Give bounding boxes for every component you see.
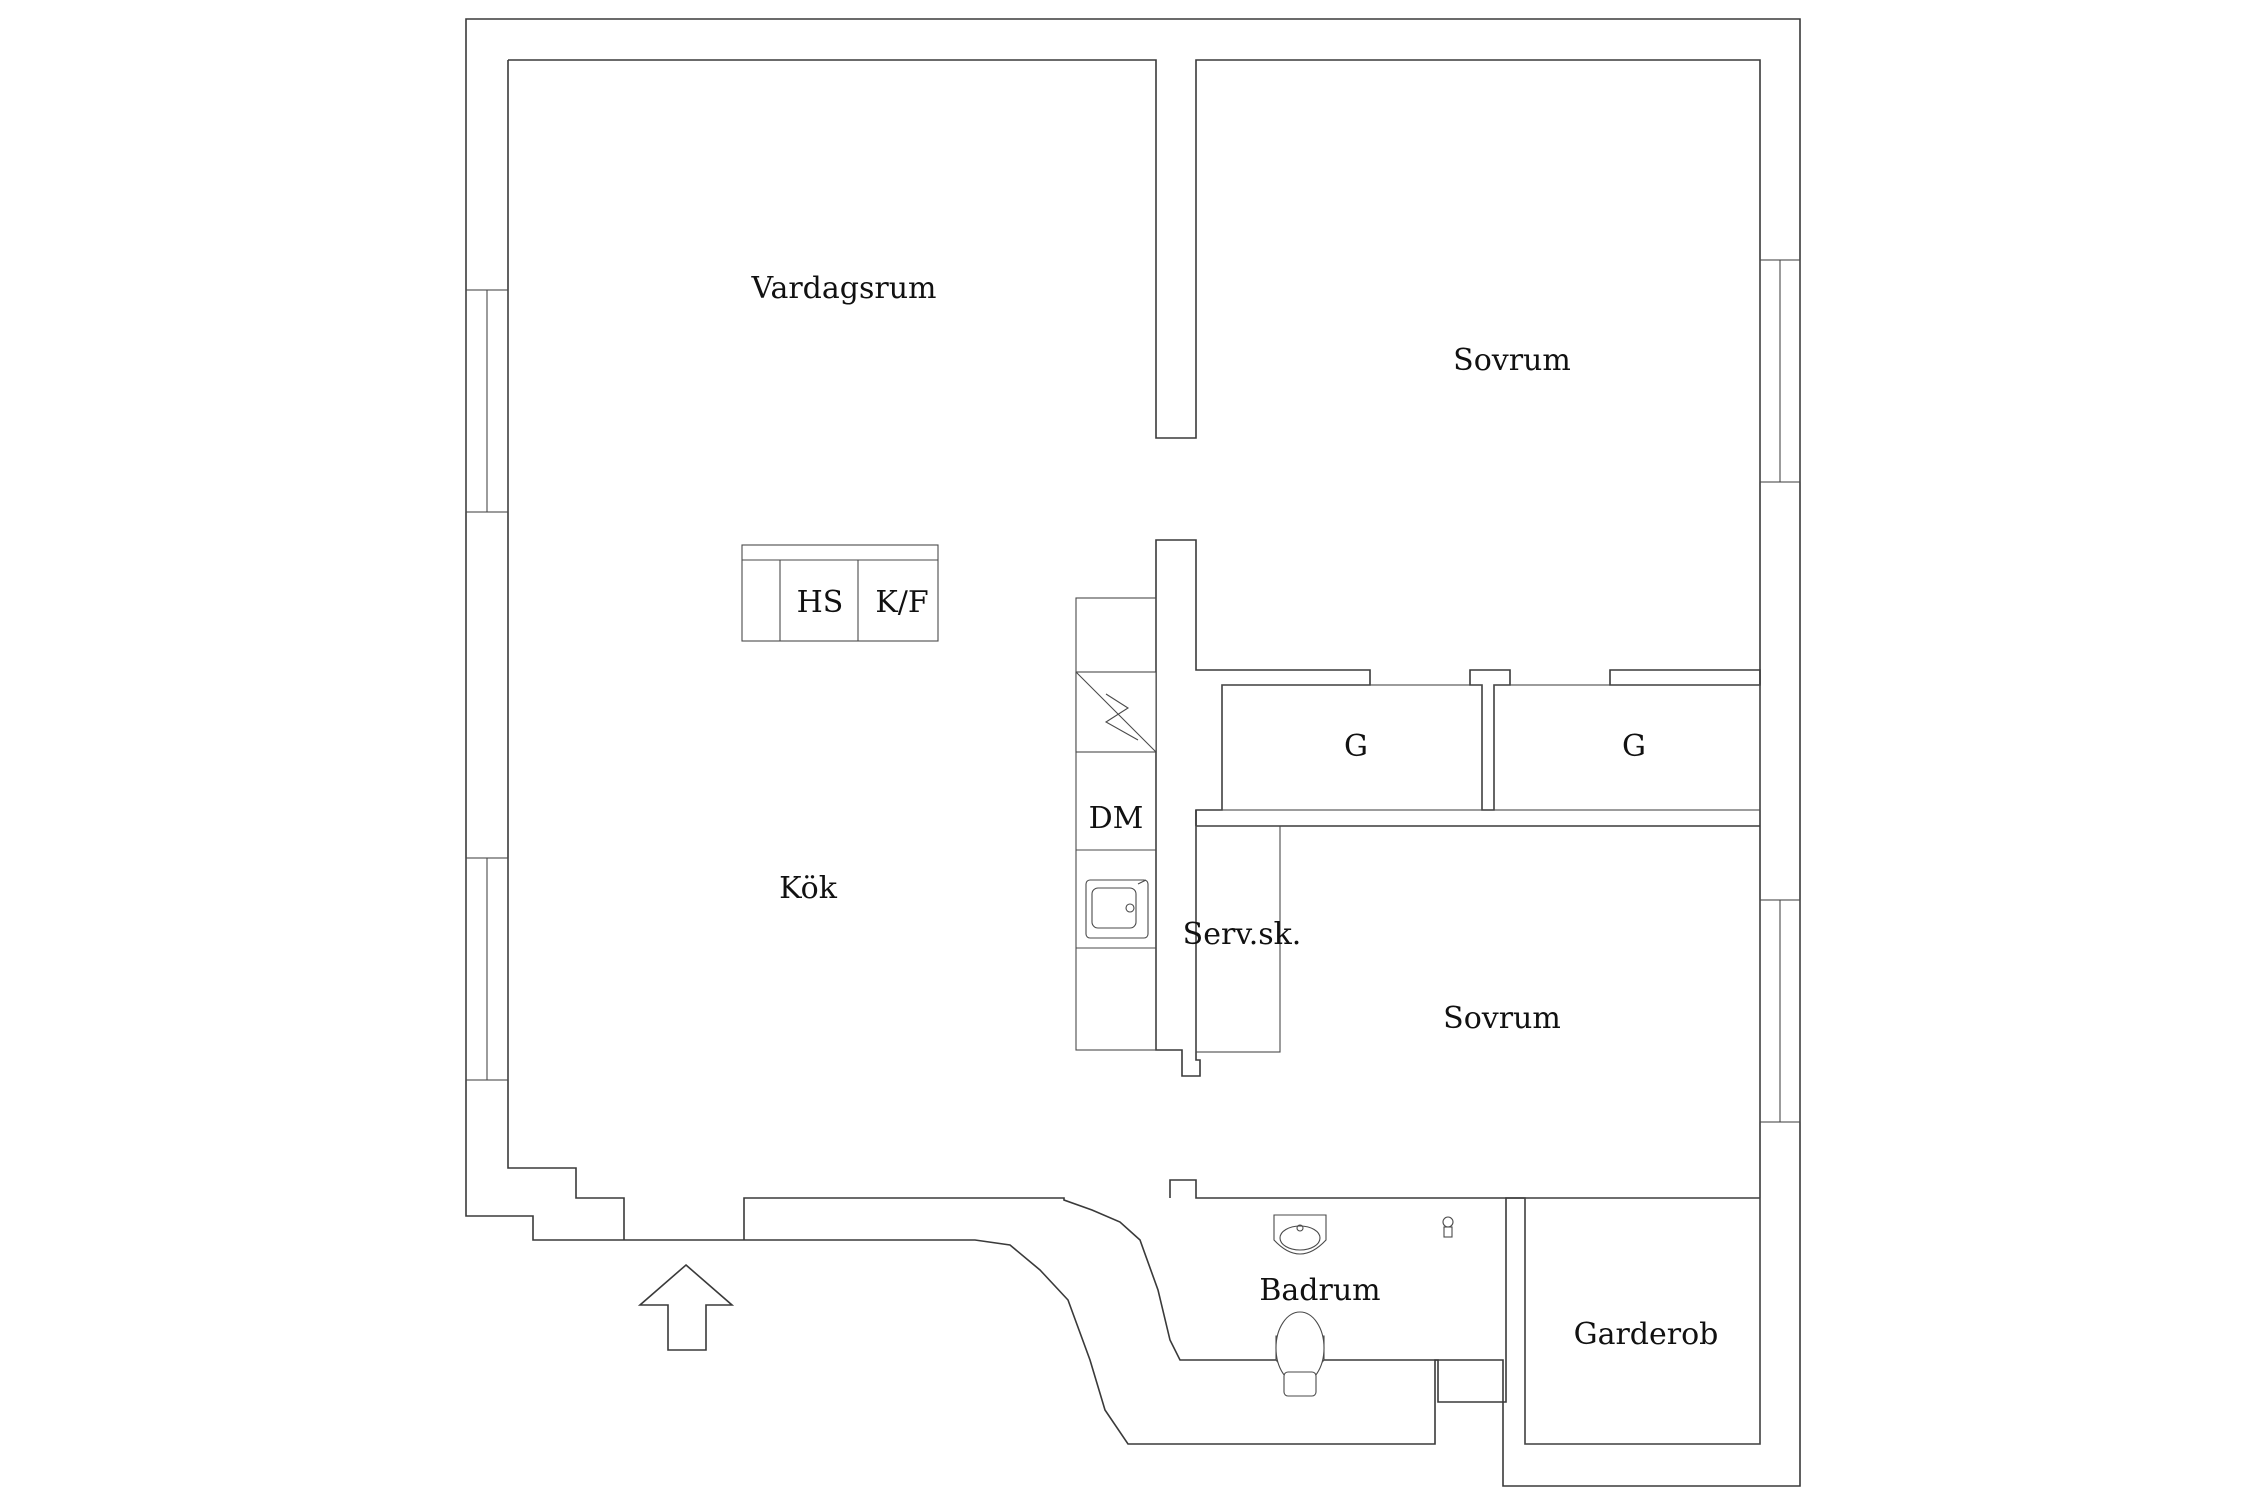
entrance-arrow-icon <box>637 1263 735 1351</box>
toilet-icon <box>1275 1311 1325 1397</box>
faucet-icon <box>1442 1216 1454 1238</box>
appliance-block <box>741 544 939 642</box>
washbasin-icon <box>1273 1214 1327 1255</box>
interior-walls <box>1155 539 1761 1199</box>
appliance-label-hs: HS <box>797 585 844 620</box>
kitchen-counter <box>1075 597 1157 1051</box>
wardrobe-outline <box>1524 1197 1761 1445</box>
room-label-kitchen: Kök <box>779 871 838 906</box>
room-label-closet-left: G <box>1344 729 1368 764</box>
room-label-bedroom-bottom: Sovrum <box>1443 1001 1561 1036</box>
room-labels: Vardagsrum Sovrum Kök Serv.sk. Sovrum G … <box>751 271 1719 1352</box>
room-label-living: Vardagsrum <box>751 271 937 306</box>
sink-icon <box>1085 879 1149 939</box>
stove-icon <box>1075 671 1157 753</box>
appliance-label-kf: K/F <box>875 585 928 620</box>
windows <box>465 259 1801 1123</box>
room-label-wardrobe: Garderob <box>1574 1317 1719 1352</box>
room-label-bedroom-top: Sovrum <box>1453 343 1571 378</box>
appliance-label-dm: DM <box>1089 801 1144 836</box>
room-label-closet-right: G <box>1622 729 1646 764</box>
room-label-serving-closet: Serv.sk. <box>1183 917 1302 952</box>
room-label-bathroom: Badrum <box>1259 1273 1380 1308</box>
